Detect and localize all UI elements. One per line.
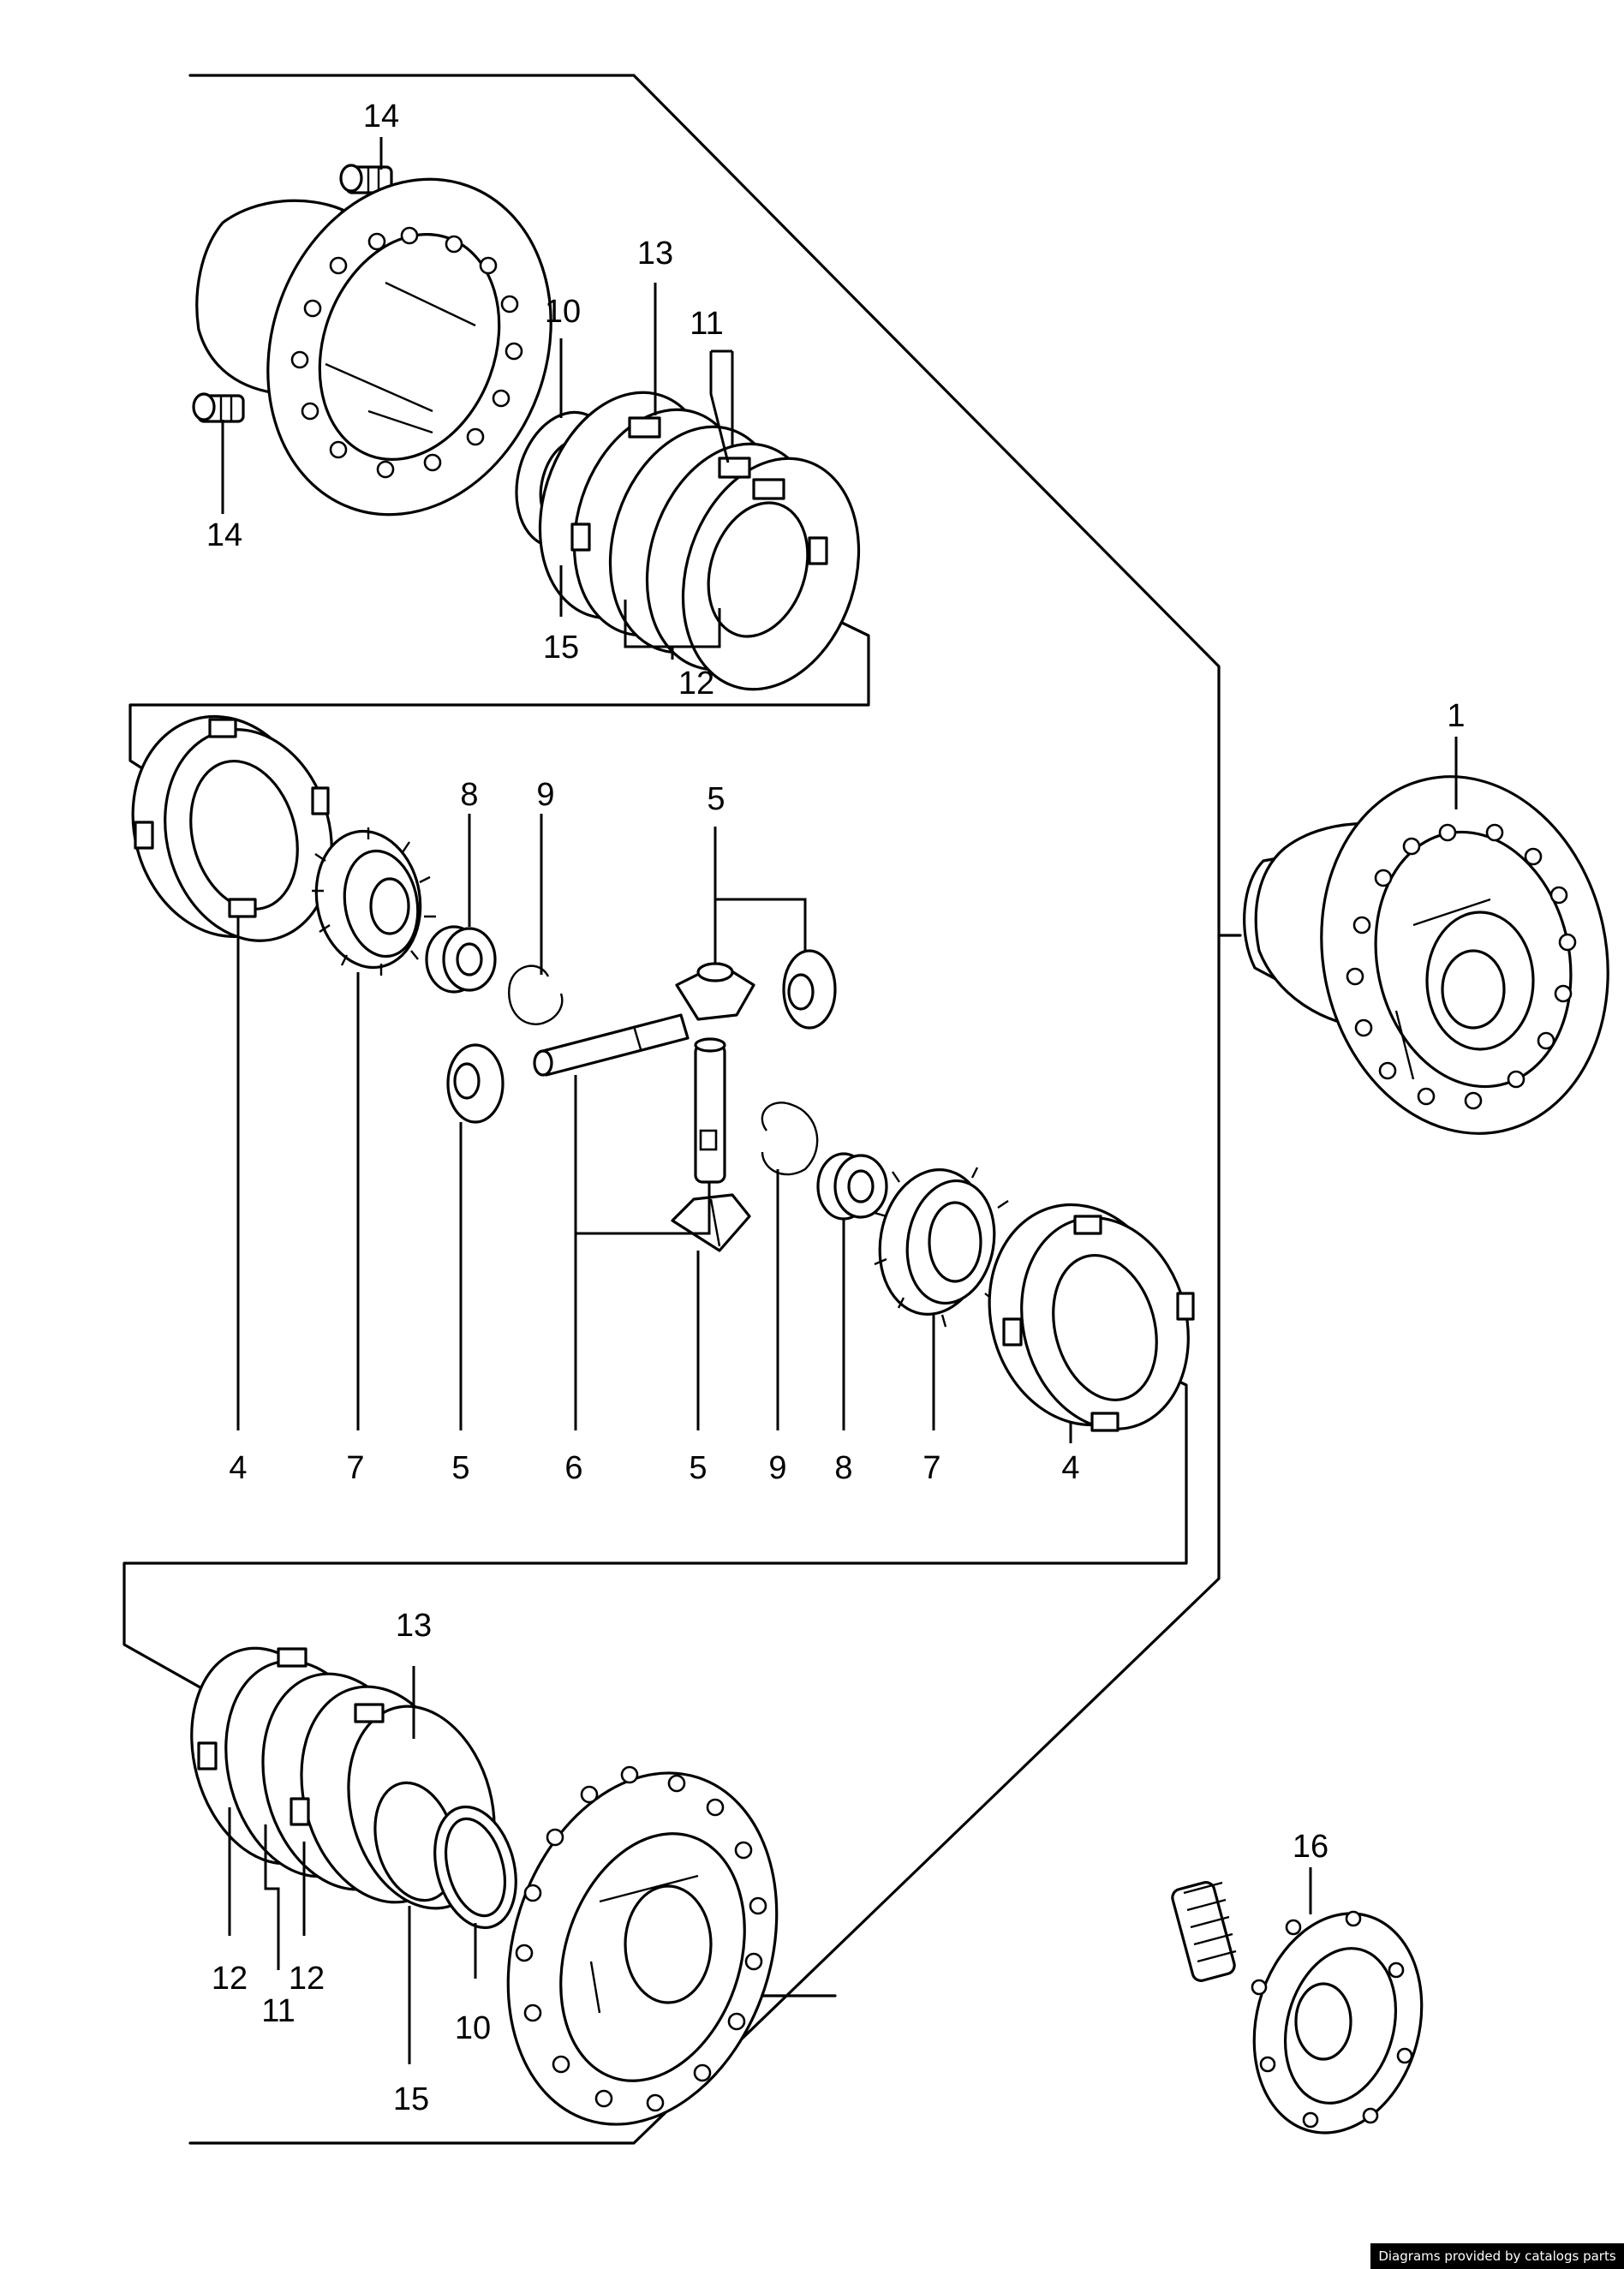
callout-4-right: 4 [1061,1450,1079,1486]
callout-6: 6 [564,1450,582,1486]
callout-8-right: 8 [834,1450,852,1486]
side-gear-7-left [312,827,436,976]
assembly-frame-lines [122,74,1242,2145]
pinion-gear-5-lower [671,1193,751,1252]
pinion-gear-5-right [782,949,837,1030]
thrust-washer-10-lower [433,1805,517,1930]
pinion-shaft-6-short [694,1037,726,1184]
callout-1: 1 [1447,698,1465,734]
leader-lines [221,137,1458,2064]
bolt-14-upper [339,164,393,194]
housing-lower-bolt-holes [515,1765,767,2112]
callout-12-bottom-left: 12 [212,1961,248,1997]
callout-13-bottom: 13 [396,1608,432,1644]
bushing-8-right [816,1152,888,1221]
flange-shaft-16 [1171,1881,1424,2135]
callout-5-left: 5 [451,1450,469,1486]
pinion-gear-5-upper [675,962,755,1021]
callout-10-top: 10 [545,294,581,330]
callout-11-top: 11 [690,306,723,342]
callout-5-top: 5 [707,781,725,817]
pinion-shaft-6-long [533,1013,690,1077]
callout-12-bottom-right: 12 [289,1961,325,1997]
callout-7-left: 7 [346,1450,364,1486]
callout-5-lower: 5 [689,1450,707,1486]
snap-ring-9-right [761,1102,819,1176]
callout-10-bottom: 10 [455,2010,491,2046]
callout-13-top: 13 [637,236,673,272]
pressure-ring-4-right [988,1203,1195,1432]
callout-7-right: 7 [922,1450,940,1486]
clutch-plate-stack-upper [538,391,861,691]
snap-ring-9-left [508,964,564,1025]
callout-15-bottom: 15 [393,2081,429,2117]
callout-14-bottom: 14 [206,517,242,553]
callout-9-right: 9 [768,1450,786,1486]
callout-14-top: 14 [363,99,399,134]
callout-12-top: 12 [678,666,714,702]
diagram-credit: Diagrams provided by catalogs parts [1370,2243,1624,2269]
bolt-14-lower [192,392,245,423]
callout-4-left: 4 [229,1450,247,1486]
callout-labels: 14 14 13 10 11 15 12 8 9 5 1 4 7 5 6 5 9… [206,99,1466,2117]
bushing-8-left [425,925,497,994]
housing-upper-bolt-holes [290,226,523,479]
differential-1-bolt-holes [1346,823,1577,1110]
housing-half-lower [506,1771,779,2126]
differential-assembly-1 [1243,775,1609,1135]
callout-8-top: 8 [460,777,478,813]
pressure-ring-4-left [131,714,333,942]
pinion-gear-5-left [446,1043,505,1124]
side-gear-7-right [874,1167,1014,1328]
callout-16: 16 [1293,1829,1328,1865]
callout-9-top: 9 [536,777,554,813]
callout-11-bottom: 11 [261,1993,295,2029]
callout-15-top: 15 [543,630,579,666]
